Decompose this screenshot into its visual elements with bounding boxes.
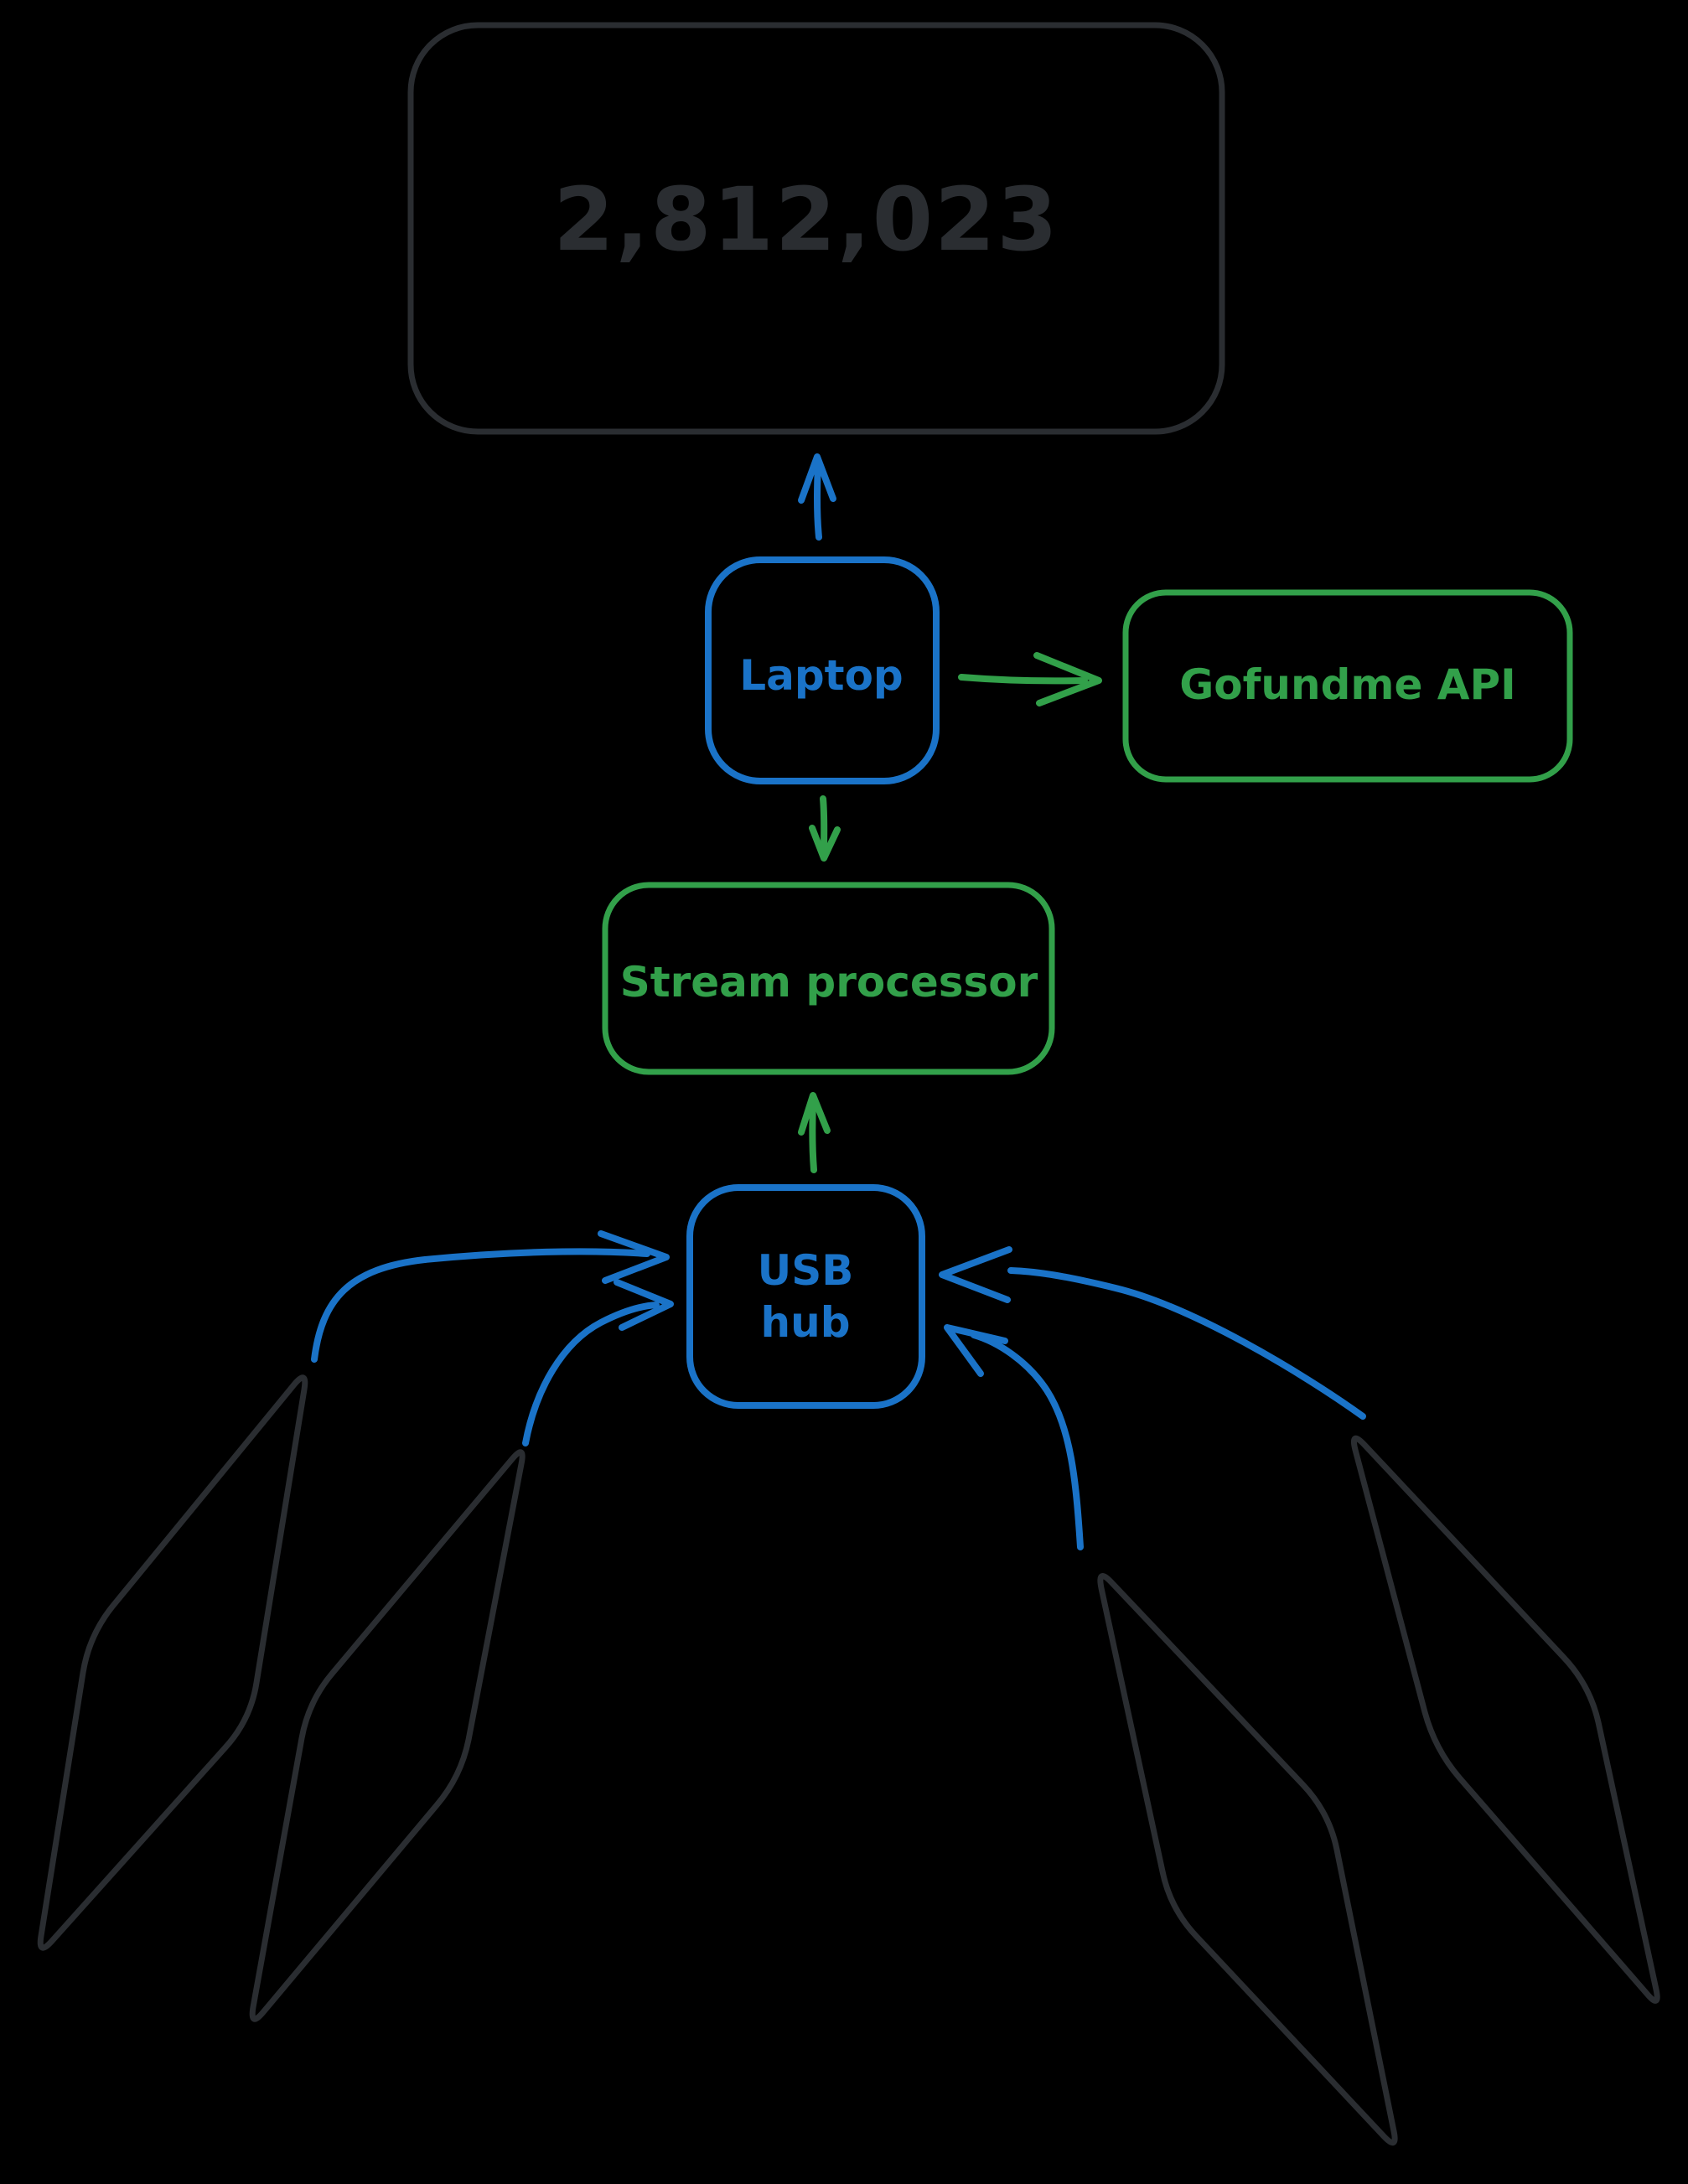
laptop-box xyxy=(705,556,940,784)
arrow-head xyxy=(809,825,841,862)
arrow-shaft xyxy=(958,674,1088,685)
arrow-shaft xyxy=(971,1332,1084,1550)
arrow-shaft xyxy=(1007,1267,1366,1420)
arrow-shaft xyxy=(809,1100,817,1173)
counter-display-node: 2,812,023 xyxy=(407,22,1225,435)
arrow-usbhub-to-stream xyxy=(798,1092,831,1173)
arrow-head xyxy=(798,453,836,504)
usb-hub-label-line1: USB xyxy=(758,1246,854,1295)
arrow-head xyxy=(798,1092,831,1136)
gofundme-api-label: Gofundme API xyxy=(1179,660,1516,709)
counter-display-box xyxy=(407,22,1225,435)
arrow-shaft xyxy=(820,795,828,855)
arrow-shaft xyxy=(311,1248,650,1363)
arrow-shaft xyxy=(522,1302,660,1447)
arrow-laptop-to-counter xyxy=(798,453,836,541)
stream-processor-node: Stream processor xyxy=(602,882,1055,1075)
usb-hub-label-line2: hub xyxy=(761,1298,851,1347)
laptop-node: Laptop xyxy=(705,556,940,784)
phone-shape-1 xyxy=(37,1374,308,1951)
stream-processor-label: Stream processor xyxy=(620,958,1038,1007)
gofundme-api-box xyxy=(1122,589,1573,783)
arrow-head xyxy=(1033,652,1102,706)
arrow-phone1-to-usbhub xyxy=(311,1230,670,1363)
stream-processor-box xyxy=(602,882,1055,1075)
laptop-label: Laptop xyxy=(739,651,903,700)
arrow-head xyxy=(598,1230,670,1284)
arrow-head xyxy=(939,1246,1012,1303)
arrow-head xyxy=(944,1324,1008,1377)
arrow-laptop-to-gofundme xyxy=(958,652,1102,706)
arrow-phone2-to-usbhub xyxy=(522,1279,674,1447)
arrow-phone3-to-usbhub xyxy=(944,1324,1084,1550)
counter-value: 2,812,023 xyxy=(553,168,1059,271)
phone-shape-4 xyxy=(1350,1435,1660,2004)
phone-shape-3 xyxy=(1097,1573,1398,2146)
usb-hub-box xyxy=(686,1184,925,1409)
gofundme-api-node: Gofundme API xyxy=(1122,589,1573,783)
usb-hub-node: USB hub xyxy=(686,1184,925,1409)
arrow-shaft xyxy=(814,459,822,541)
arrow-head xyxy=(614,1279,674,1331)
phone-shape-2 xyxy=(249,1449,526,2022)
arrow-laptop-to-stream xyxy=(809,795,841,862)
arrow-phone4-to-usbhub xyxy=(939,1246,1366,1420)
